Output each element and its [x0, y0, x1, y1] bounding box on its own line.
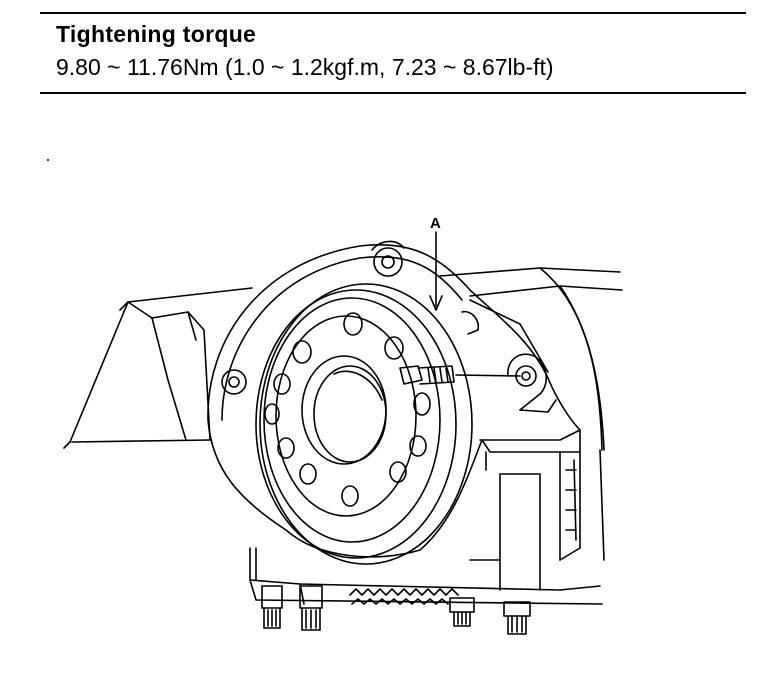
drive-plate	[255, 283, 473, 565]
spec-title: Tightening torque	[56, 21, 257, 47]
spec-value: 9.80 ~ 11.76Nm (1.0 ~ 1.2kgf.m, 7.23 ~ 8…	[56, 54, 554, 80]
callout-arrow-a	[429, 231, 443, 311]
callout-label-a: A	[430, 215, 441, 232]
lower-housing	[249, 473, 603, 605]
engine-block-left	[63, 287, 253, 449]
engine-block-right	[439, 267, 623, 561]
bolt-1	[261, 585, 283, 629]
bolt-4	[503, 601, 531, 635]
bottom-rule	[40, 92, 746, 94]
bolt-3	[449, 597, 475, 627]
engine-illustration: A	[0, 100, 768, 678]
retainer-bolt	[399, 365, 521, 385]
oil-seal-retainer	[207, 240, 581, 558]
top-rule	[40, 12, 746, 14]
gear-teeth	[349, 588, 459, 605]
stray-dot	[47, 159, 49, 161]
bottom-bolts	[261, 585, 531, 635]
bolt-2	[299, 585, 323, 631]
